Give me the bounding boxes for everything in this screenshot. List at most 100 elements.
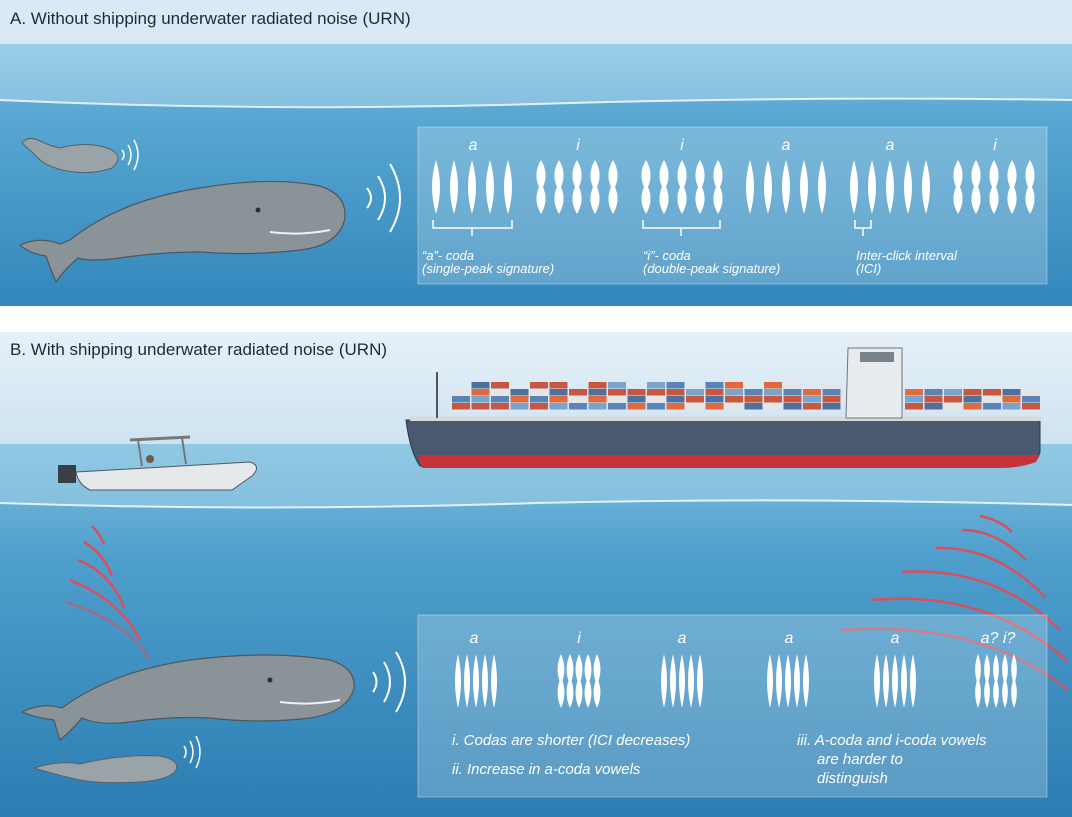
click-glyph: [767, 654, 773, 708]
cargo-container: [510, 403, 529, 410]
click-glyph: [868, 160, 876, 214]
coda-label-a-1: a: [469, 137, 478, 154]
panel-separator: [0, 306, 1072, 332]
cargo-container: [647, 389, 665, 396]
click-sound-arcs-calf: [121, 139, 139, 171]
coda-label-b-6: a? i?: [981, 630, 1016, 647]
cargo-container: [822, 382, 841, 389]
cargo-container: [588, 403, 607, 410]
cargo-container: [764, 382, 782, 389]
coda-clicks-a: [432, 160, 1035, 214]
click-glyph: [641, 160, 651, 214]
sperm-whale-b: [20, 654, 355, 742]
cargo-container: [666, 403, 685, 410]
note-codas-shorter: i. Codas are shorter (ICI decreases): [452, 732, 690, 749]
cargo-container: [1022, 396, 1040, 403]
cargo-container: [905, 396, 923, 403]
panel-a-scene: [0, 0, 1072, 306]
cargo-container: [1002, 389, 1021, 396]
cargo-container: [549, 403, 568, 410]
coda-label-b-4: a: [785, 630, 794, 647]
cargo-container: [491, 403, 509, 410]
cargo-container: [725, 389, 743, 396]
cargo-container: [944, 389, 962, 396]
click-sound-arcs-b: [372, 651, 406, 713]
cargo-container: [647, 396, 665, 403]
cargo-container: [983, 396, 1001, 403]
click-glyph: [922, 160, 930, 214]
cargo-container: [491, 389, 509, 396]
cargo-container: [666, 389, 685, 396]
coda-label-a-4: a: [782, 137, 791, 154]
cargo-container: [491, 396, 509, 403]
cargo-container: [627, 389, 646, 396]
click-glyph: [883, 654, 889, 708]
click-glyph: [608, 160, 618, 214]
sperm-whale-calf-a: [21, 137, 119, 174]
cargo-container: [783, 389, 802, 396]
cargo-container: [627, 396, 646, 403]
ici-subcaption: (ICI): [856, 261, 881, 276]
click-glyph: [464, 654, 470, 708]
cargo-container: [764, 389, 782, 396]
cargo-container: [666, 396, 685, 403]
click-glyph: [1002, 654, 1008, 708]
coda-label-b-3: a: [678, 630, 687, 647]
cargo-container: [588, 382, 607, 389]
click-sound-arcs-a: [366, 163, 401, 233]
cargo-container: [983, 389, 1001, 396]
cargo-container: [803, 389, 821, 396]
cargo-container: [530, 403, 548, 410]
brackets-a: [432, 220, 872, 236]
cargo-container: [944, 403, 962, 410]
cargo-container: [471, 389, 490, 396]
coda-label-a-3: i: [680, 137, 684, 154]
cargo-container: [530, 382, 548, 389]
cargo-container: [905, 403, 923, 410]
cargo-container: [725, 382, 743, 389]
coda-clicks-b: [455, 654, 1017, 708]
cargo-container: [705, 403, 724, 410]
click-glyph: [1011, 654, 1017, 708]
cargo-container: [549, 389, 568, 396]
cargo-container: [924, 396, 943, 403]
cargo-container: [924, 389, 943, 396]
cargo-container: [569, 403, 587, 410]
sperm-whale-calf-b: [32, 755, 178, 784]
noise-waves-motorboat: [65, 525, 152, 661]
click-glyph: [993, 654, 999, 708]
i-coda-subcaption: (double-peak signature): [643, 261, 780, 276]
cargo-container: [452, 403, 470, 410]
click-glyph: [659, 160, 669, 214]
click-glyph: [984, 654, 990, 708]
cargo-container: [608, 382, 626, 389]
click-glyph: [794, 654, 800, 708]
cargo-container: [822, 403, 841, 410]
note-harder-distinguish-1: iii. A-coda and i-coda vowels: [797, 732, 987, 749]
cargo-container: [647, 403, 665, 410]
click-glyph: [785, 654, 791, 708]
cargo-container: [608, 403, 626, 410]
click-glyph: [688, 654, 694, 708]
click-glyph: [695, 160, 705, 214]
cargo-container: [803, 403, 821, 410]
click-glyph: [892, 654, 898, 708]
noise-waves-ship: [841, 514, 1069, 691]
coda-label-a-6: i: [993, 137, 997, 154]
click-glyph: [468, 160, 476, 214]
coda-label-b-5: a: [891, 630, 900, 647]
sperm-whale-a: [18, 180, 346, 284]
coda-label-b-1: a: [470, 630, 479, 647]
click-glyph: [677, 160, 687, 214]
coda-label-b-2: i: [577, 630, 581, 647]
click-glyph: [670, 654, 676, 708]
cargo-container: [783, 396, 802, 403]
click-glyph: [486, 160, 494, 214]
i-coda-caption: “i”- coda: [643, 248, 691, 263]
cargo-container: [510, 396, 529, 403]
cargo-container: [725, 403, 743, 410]
cargo-container: [549, 382, 568, 389]
click-glyph: [1007, 160, 1017, 214]
note-increase-a-coda: ii. Increase in a-coda vowels: [452, 761, 641, 778]
